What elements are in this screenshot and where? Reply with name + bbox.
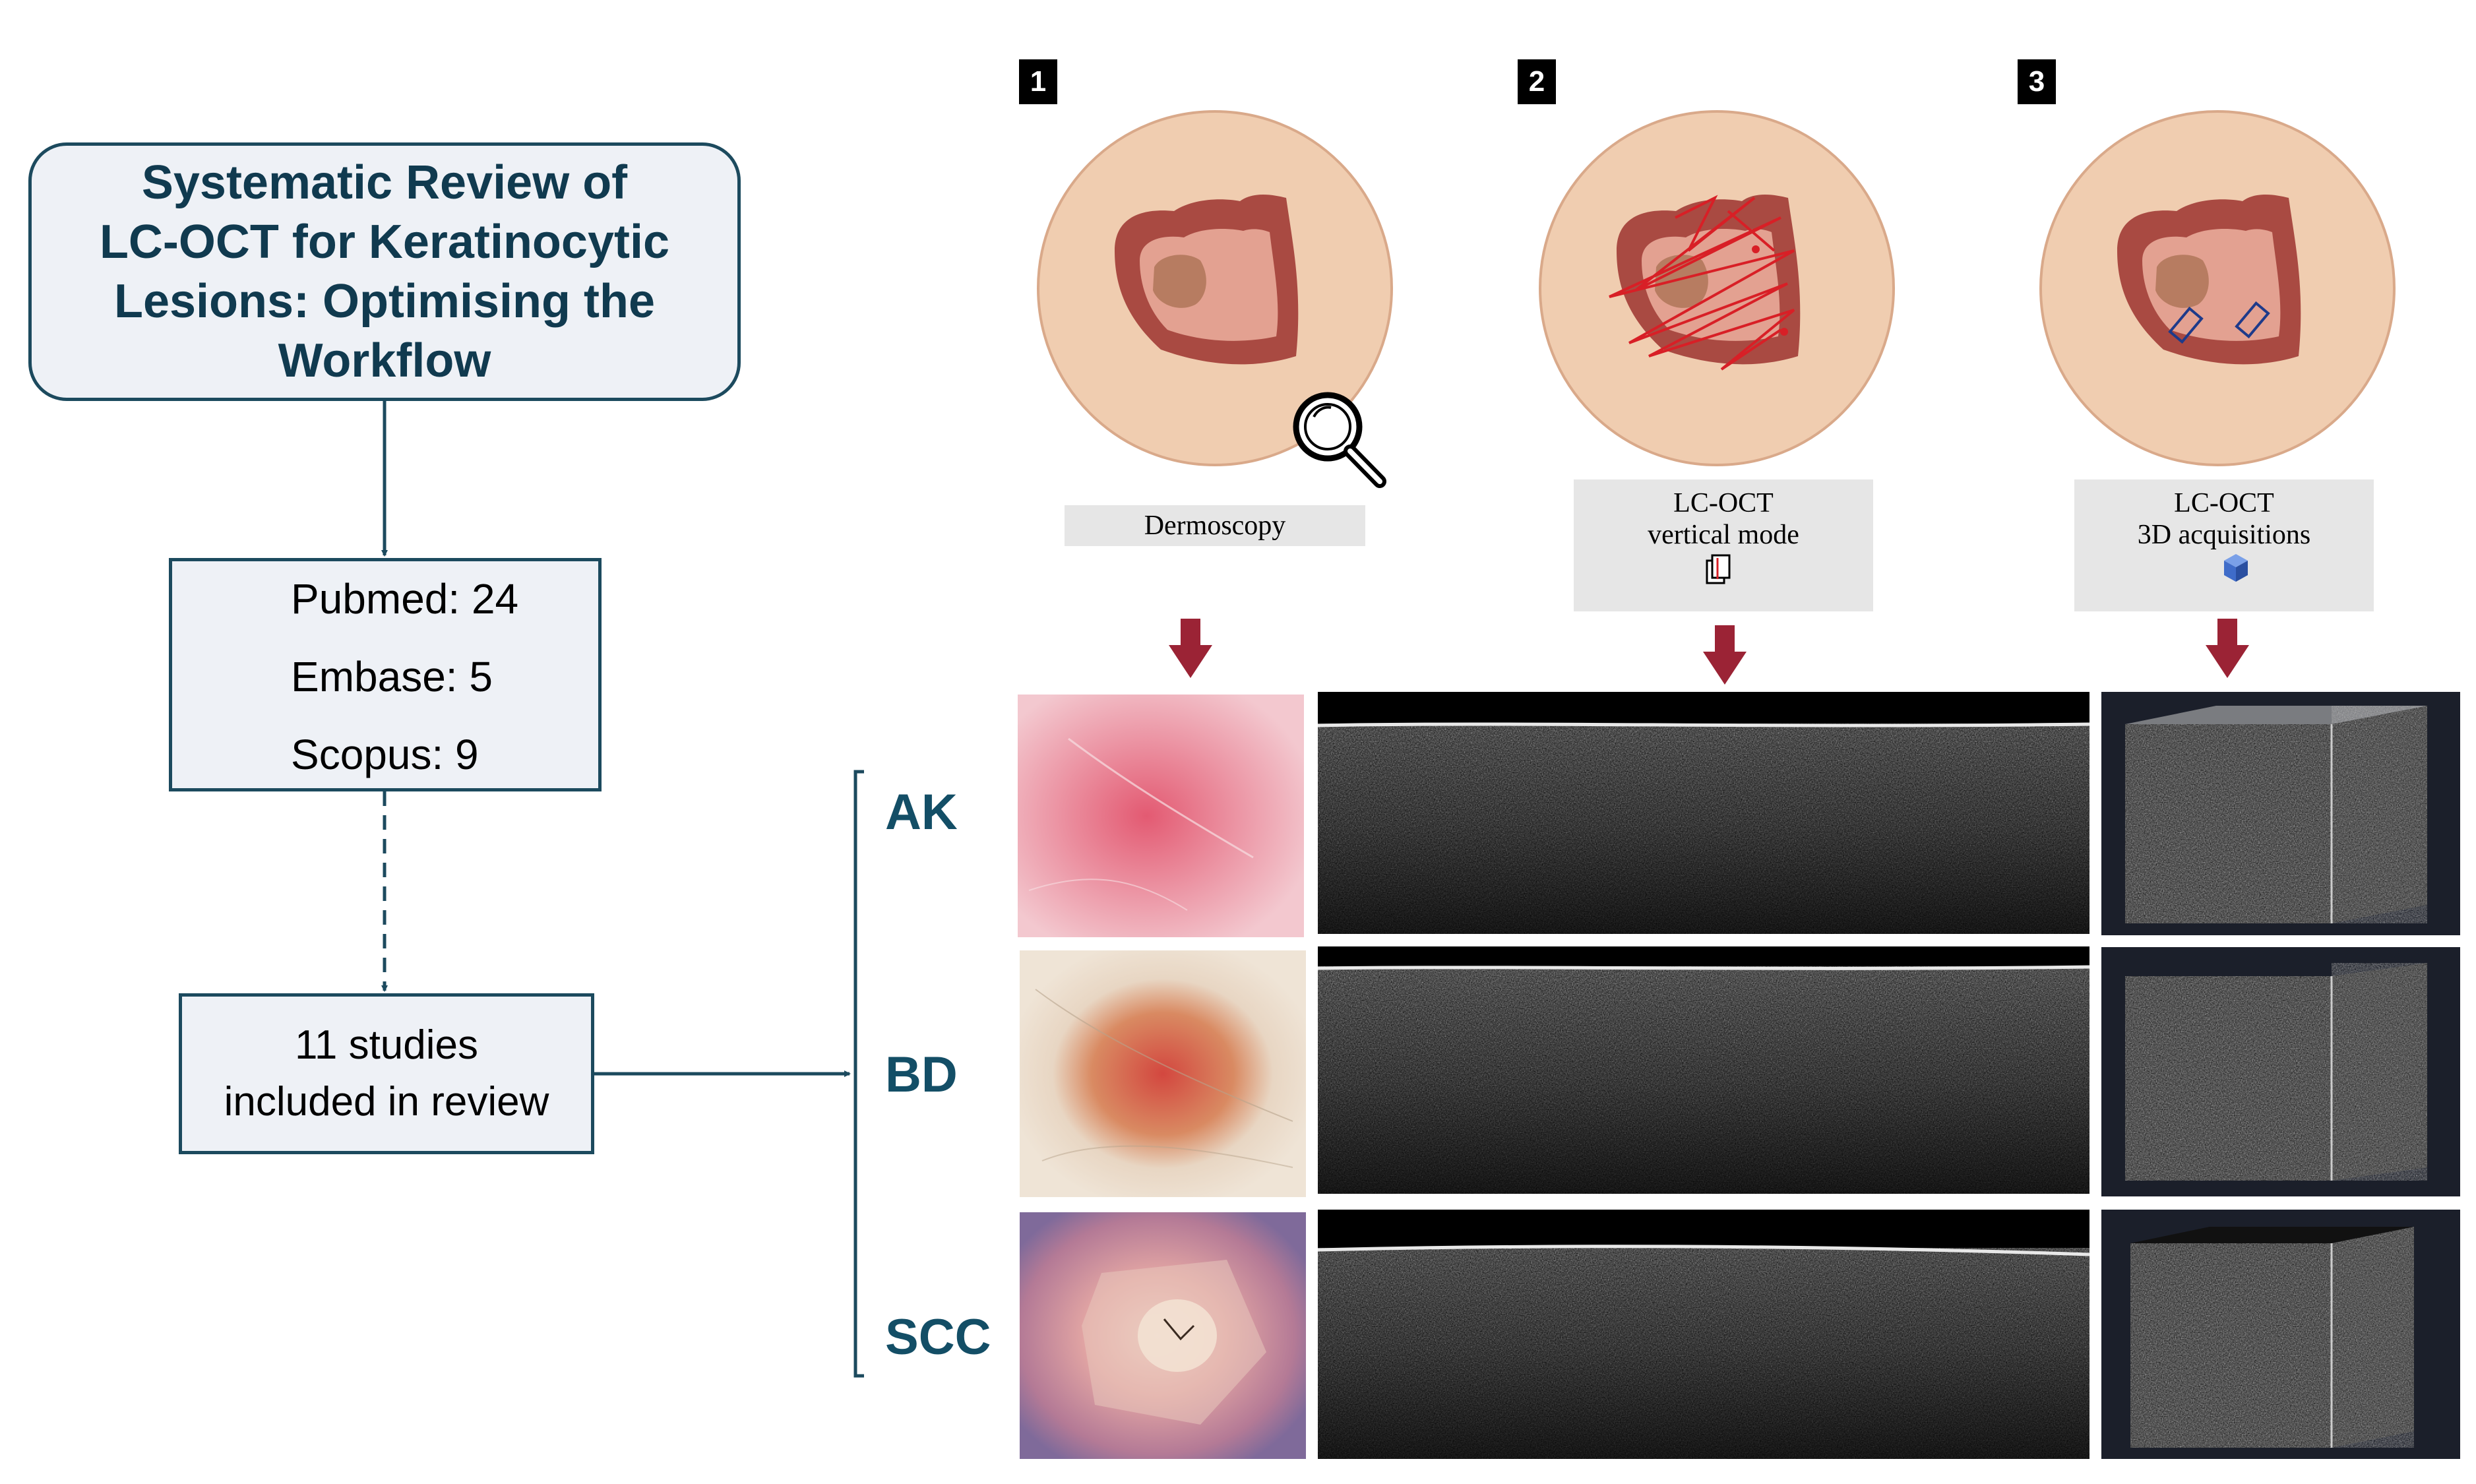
oct-vertical-image-ak: [1317, 692, 2090, 934]
oct-vertical-image-scc: [1317, 1210, 2090, 1459]
database-embase: Embase: 5: [291, 653, 493, 700]
oct-3d-image-ak: [2101, 692, 2460, 935]
skin-diagram-dermoscopy: [1037, 110, 1393, 466]
step-badge-2: 2: [1518, 59, 1556, 104]
database-scopus: Scopus: 9: [291, 731, 479, 778]
lesion-label-ak: AK: [885, 784, 958, 840]
magnifying-glass-icon: [1293, 392, 1386, 488]
label-3d-acquisitions: LC-OCT 3D acquisitions: [2074, 479, 2374, 611]
lesion-label-bd: BD: [885, 1047, 958, 1103]
down-arrow-vertical-mode: [1703, 625, 1747, 685]
label-dermoscopy: Dermoscopy: [1065, 505, 1365, 546]
down-arrow-dermoscopy: [1169, 619, 1212, 678]
step-badge-3: 3: [2018, 59, 2056, 104]
database-pubmed: Pubmed: 24: [291, 575, 519, 623]
oct-3d-image-scc: [2101, 1210, 2460, 1459]
scan-path: [1609, 195, 1795, 371]
label-3d-line2: 3D acquisitions: [2137, 520, 2311, 550]
step-badge-1: 1: [1019, 59, 1057, 104]
label-vertical-mode-line1: LC-OCT: [1673, 488, 1774, 518]
databases-box: Pubmed: 24 Embase: 5 Scopus: 9: [169, 558, 602, 791]
label-vertical-mode-line2: vertical mode: [1648, 520, 1799, 550]
down-arrow-3d: [2206, 619, 2249, 678]
lesion-bracket: [853, 770, 864, 1378]
dermoscopy-image-scc: [1020, 1212, 1306, 1459]
studies-included-box: 11 studies included in review: [179, 993, 594, 1154]
lesion-label-scc: SCC: [885, 1309, 991, 1365]
studies-count: 11 studies: [294, 1022, 479, 1068]
skin-diagram-vertical-mode: [1539, 110, 1895, 466]
label-3d-line1: LC-OCT: [2174, 488, 2274, 518]
dermoscopy-image-ak: [1018, 695, 1304, 937]
oct-3d-image-bd: [2101, 947, 2460, 1196]
studies-included-label: included in review: [224, 1079, 549, 1125]
skin-diagram-3d-acquisitions: [2039, 110, 2396, 466]
oct-vertical-image-bd: [1317, 946, 2090, 1194]
review-title-box: Systematic Review of LC-OCT for Keratino…: [28, 142, 741, 401]
label-vertical-mode: LC-OCT vertical mode: [1574, 479, 1873, 611]
label-dermoscopy-text: Dermoscopy: [1144, 510, 1286, 541]
dermoscopy-image-bd: [1020, 950, 1306, 1197]
review-title: Systematic Review of LC-OCT for Keratino…: [99, 156, 670, 387]
